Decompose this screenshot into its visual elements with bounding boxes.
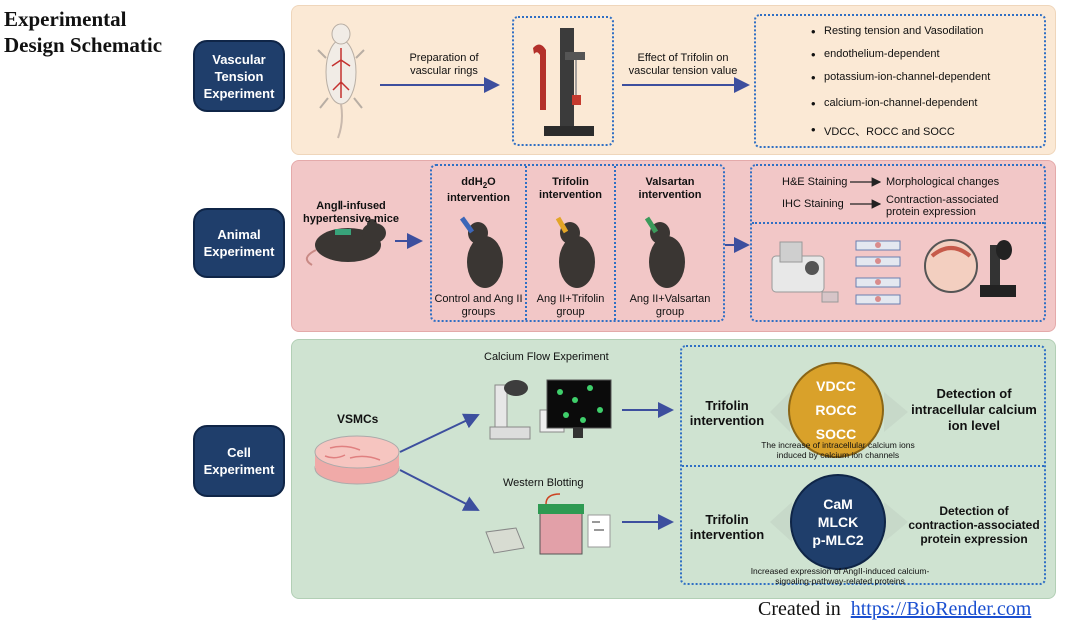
vascular-item: potassium-ion-channel-dependent <box>811 70 990 85</box>
vascular-item: calcium-ion-channel-dependent <box>811 96 978 111</box>
group-caption: Ang II+Trifolin group <box>536 293 605 318</box>
vascular-item: VDCC、ROCC and SOCC <box>811 122 955 139</box>
vascular-results-box <box>754 14 1046 148</box>
group-title-valsartan: Valsartan intervention <box>638 176 702 201</box>
group-mouse-ddh2o <box>459 216 503 288</box>
animal-section-label: Animal Experiment <box>193 208 285 278</box>
cell-results-divider <box>682 465 1044 467</box>
vascular-item: Resting tension and Vasodilation <box>811 24 983 39</box>
he-result-label: Morphological changes <box>886 176 1000 188</box>
fluorescence-microscope-illustration <box>489 379 612 440</box>
bowtie-right-bottom <box>884 502 908 542</box>
group-divider <box>614 166 616 320</box>
protein-markers-circle: CaM MLCK p-MLC2 <box>790 474 886 570</box>
bowtie-right-top <box>884 392 908 432</box>
apparatus-box <box>512 16 614 146</box>
arrow-to-calcium <box>399 413 480 453</box>
cell-panel <box>291 339 1056 599</box>
he-staining-label: H&E Staining <box>782 176 848 188</box>
microscope-illustration <box>924 239 1016 297</box>
group-mouse-trifolin <box>555 216 595 288</box>
rat-illustration <box>317 23 365 139</box>
slides-illustration <box>855 240 901 305</box>
bottom-intervention-label: Trifolin intervention <box>689 512 765 542</box>
hypertensive-mice-label: AngⅡ-infused hypertensive mice <box>303 200 399 225</box>
tension-apparatus-illustration <box>533 28 594 136</box>
vascular-item: endothelium-dependent <box>811 47 940 62</box>
group-title-ddh2o: ddH2O intervention <box>447 176 510 205</box>
calcium-flow-label: Calcium Flow Experiment <box>484 351 609 363</box>
western-blot-illustration <box>485 493 611 555</box>
group-divider <box>525 166 527 320</box>
calcium-detection-label: Detection of intracellular calcium ion l… <box>911 386 1037 433</box>
group-title-trifolin: Trifolin intervention <box>539 176 602 201</box>
group-caption: Ang II+Valsartan group <box>629 293 711 318</box>
group-mouse-valsartan <box>644 216 685 288</box>
vascular-section-label: Vascular Tension Experiment <box>193 40 285 112</box>
staining-divider <box>752 222 1044 224</box>
western-blot-label: Western Blotting <box>503 477 584 489</box>
effect-label: Effect of Trifolin on vascular tension v… <box>628 52 738 77</box>
microtome-illustration <box>771 241 839 303</box>
bowtie-left-top <box>770 392 790 432</box>
credit-line: Created in https://BioRender.com <box>758 598 1032 620</box>
biorender-link[interactable]: https://BioRender.com <box>850 598 1032 620</box>
bowtie-left-bottom <box>770 502 792 542</box>
ihc-result-label: Contraction-associated protein expressio… <box>886 194 999 218</box>
petri-dish-illustration <box>314 435 400 485</box>
protein-detection-label: Detection of contraction-associated prot… <box>908 504 1040 546</box>
ihc-staining-label: IHC Staining <box>782 198 844 210</box>
staining-box <box>750 164 1046 322</box>
hypertensive-mouse-illustration <box>305 219 386 266</box>
group-caption: Control and Ang II groups <box>434 293 523 318</box>
page-title: Experimental Design Schematic <box>4 7 163 57</box>
calcium-channels-circle: VDCC ROCC SOCC <box>788 362 884 458</box>
cell-section-label: Cell Experiment <box>193 425 285 497</box>
vsmc-label: VSMCs <box>337 412 379 426</box>
top-intervention-label: Trifolin intervention <box>689 398 765 428</box>
cell-results-box <box>680 345 1046 585</box>
protein-note: Increased expression of AngII-induced ca… <box>750 566 930 586</box>
prep-label: Preparation of vascular rings <box>409 52 479 77</box>
arrow-to-western <box>399 469 480 511</box>
calcium-note: The increase of intracellular calcium io… <box>761 440 915 460</box>
groups-box <box>430 164 725 322</box>
